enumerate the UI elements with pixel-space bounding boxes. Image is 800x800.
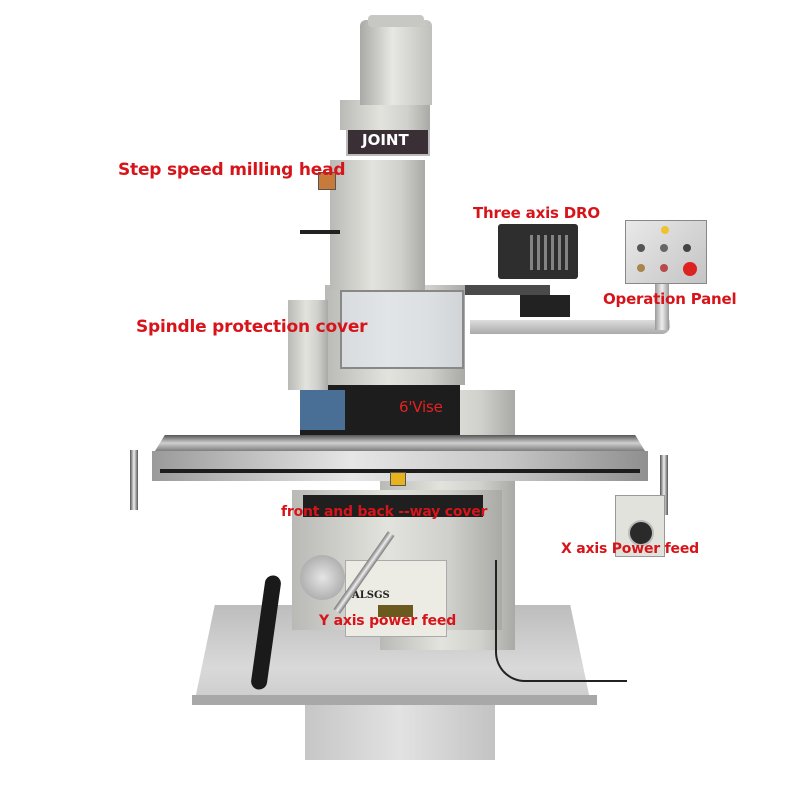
panel-arm	[470, 320, 670, 334]
panel-button	[660, 264, 668, 272]
label-vise: 6'Vise	[399, 398, 443, 416]
y-feed-badge: ALSGS	[352, 590, 390, 601]
x-feed-cable	[495, 560, 627, 682]
panel-button	[660, 244, 668, 252]
motor-cap	[368, 15, 424, 27]
y-handwheel	[300, 555, 345, 600]
brand-badge-bg	[346, 128, 430, 156]
panel-button	[637, 264, 645, 272]
quill-housing	[330, 160, 425, 290]
label-spindle-protection-cover: Spindle protection cover	[136, 317, 368, 337]
column-side	[288, 300, 328, 390]
panel-button	[683, 244, 691, 252]
left-handwheel	[130, 450, 138, 510]
label-three-axis-dro: Three axis DRO	[473, 204, 600, 222]
vise-blue-block	[300, 390, 345, 430]
panel-button	[637, 244, 645, 252]
y-feed-unit	[345, 560, 447, 637]
work-table	[155, 435, 645, 451]
panel-estop	[683, 262, 697, 276]
right-handwheel	[660, 455, 668, 515]
motor	[360, 20, 432, 105]
chip-tray-rim	[192, 695, 597, 705]
spindle-cover-shape	[340, 290, 464, 369]
table-lock	[390, 472, 406, 486]
label-operation-panel: Operation Panel	[603, 290, 737, 308]
knee-gib	[303, 495, 483, 517]
quill-feed-handle	[300, 230, 340, 234]
y-feed-plate	[378, 605, 413, 617]
table-slot	[160, 469, 640, 473]
dro-arm	[465, 285, 550, 295]
label-y-axis-power-feed: Y axis power feed	[319, 613, 457, 629]
panel-lamp	[661, 226, 669, 234]
belt-housing	[340, 100, 430, 130]
label-step-speed-milling-head: Step speed milling head	[118, 160, 346, 180]
brand-badge: JOINT	[362, 131, 409, 149]
panel-post	[655, 280, 669, 330]
machine-base	[305, 705, 495, 760]
dro-tray	[520, 295, 570, 317]
label-x-axis-power-feed: X axis Power feed	[561, 541, 699, 557]
x-feed-dial	[628, 520, 654, 546]
dro-keypad	[530, 235, 570, 270]
label-way-cover: front and back --way cover	[281, 504, 488, 520]
speed-dial	[318, 172, 336, 190]
